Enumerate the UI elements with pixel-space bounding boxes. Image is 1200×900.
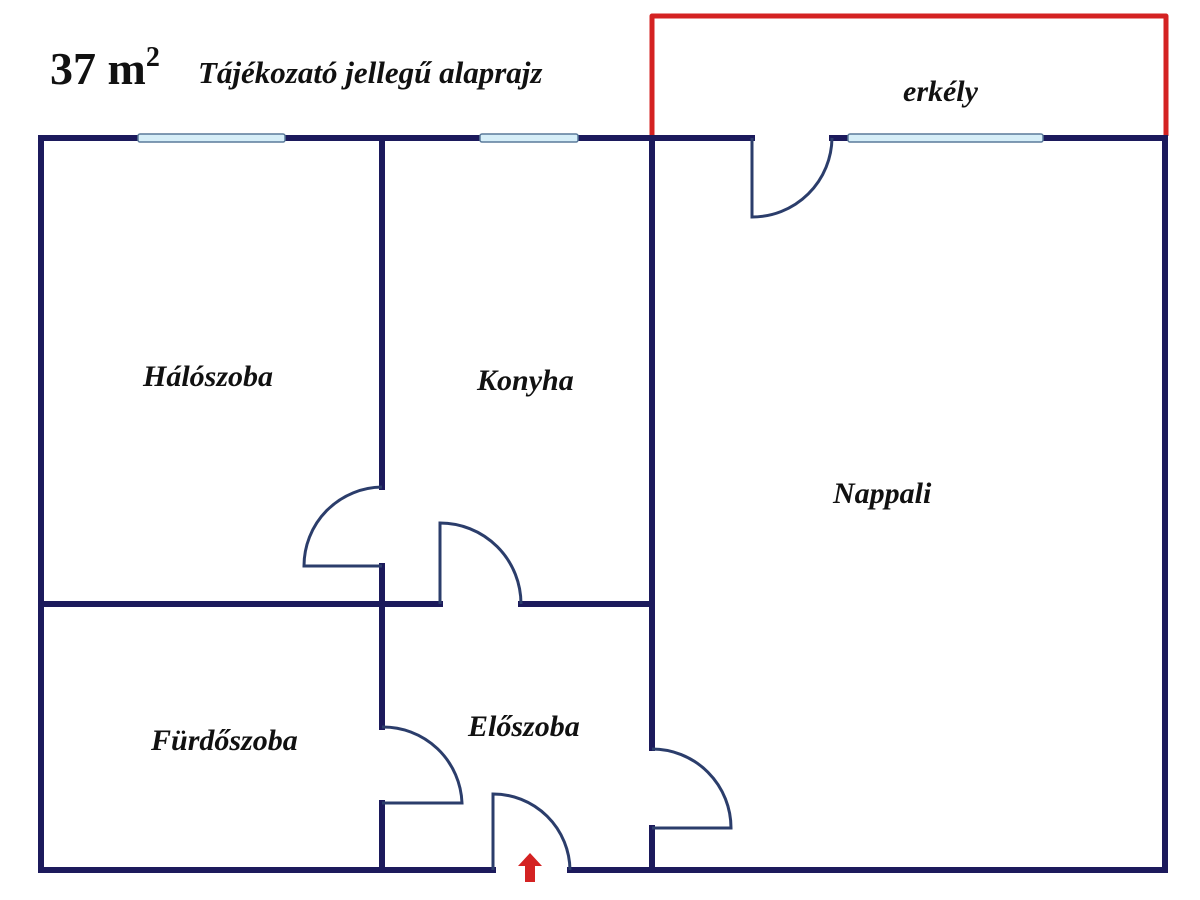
window-bedroom	[137, 133, 286, 143]
plan-subtitle: Tájékozató jellegű alaprajz	[198, 55, 542, 90]
balcony-door	[750, 137, 834, 219]
window-living-room	[847, 133, 1044, 143]
entrance-door	[491, 792, 572, 871]
window-kitchen	[479, 133, 579, 143]
room-label-kitchen: Konyha	[476, 364, 574, 397]
area-label: 37 m2	[50, 42, 160, 94]
bedroom-door	[302, 485, 383, 568]
living-room-door	[651, 747, 733, 830]
room-label-balcony: erkély	[903, 75, 979, 108]
room-label-bathroom: Fürdőszoba	[150, 724, 298, 757]
room-label-living-room: Nappali	[832, 477, 932, 510]
bathroom-door	[381, 725, 464, 805]
walls	[38, 135, 1168, 873]
kitchen-door	[438, 521, 523, 605]
balcony-outline	[649, 13, 1169, 136]
room-label-bedroom: Hálószoba	[142, 360, 273, 393]
room-label-hallway: Előszoba	[467, 710, 580, 743]
entrance-arrow-icon	[518, 853, 542, 882]
